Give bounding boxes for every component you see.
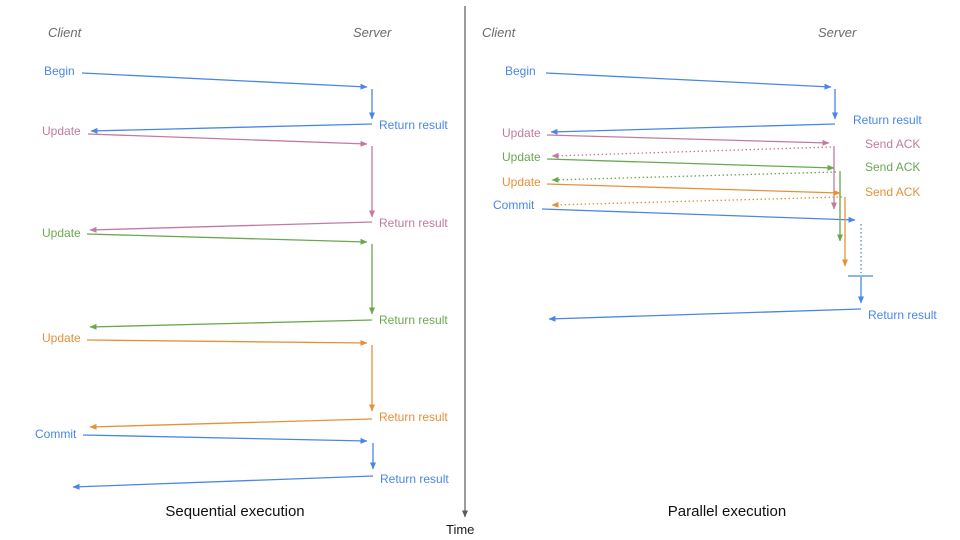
seq-client-header: Client — [48, 25, 82, 40]
seq-update2-return-label: Return result — [379, 313, 448, 327]
par-step-update2-label: Update — [502, 150, 541, 164]
seq-update2-return-arrow — [89, 319, 373, 330]
par-diagram-title: Parallel execution — [667, 503, 787, 520]
seq-update1-return-label: Return result — [379, 216, 448, 230]
seq-update3-request-arrow — [86, 339, 368, 346]
seq-begin-return-arrow — [90, 123, 373, 134]
seq-commit-return-label: Return result — [380, 472, 449, 486]
par-update2-ack-dotted-arrow — [551, 171, 837, 183]
par-commit-request-arrow — [541, 208, 856, 223]
par-begin-return-label: Return result — [853, 113, 922, 127]
par-server-header: Server — [818, 25, 857, 40]
seq-step-update2-label: Update — [42, 226, 81, 240]
seq-begin-return-label: Return result — [379, 118, 448, 132]
par-update3-ack-label: Send ACK — [865, 185, 921, 199]
seq-step-begin-label: Begin — [44, 64, 75, 78]
par-begin-request-arrow — [545, 72, 832, 90]
seq-update1-request-arrow — [87, 133, 368, 147]
seq-update3-return-label: Return result — [379, 410, 448, 424]
par-update1-request-arrow — [546, 134, 830, 146]
par-commit-return-label: Return result — [868, 308, 937, 322]
seq-step-update1-label: Update — [42, 124, 81, 138]
time-axis-label: Time — [446, 522, 475, 537]
seq-update3-return-arrow — [89, 418, 373, 430]
par-step-update3-label: Update — [502, 175, 541, 189]
seq-step-commit-label: Commit — [35, 427, 77, 441]
seq-update2-request-arrow — [86, 233, 368, 245]
par-client-header: Client — [482, 25, 516, 40]
par-update2-request-arrow — [546, 158, 835, 171]
seq-step-update3-label: Update — [42, 331, 81, 345]
seq-commit-request-arrow — [82, 434, 368, 444]
par-commit-return-arrow — [548, 308, 862, 322]
par-update3-request-arrow — [546, 183, 841, 196]
par-step-begin-label: Begin — [505, 64, 536, 78]
par-update1-ack-dotted-arrow — [551, 146, 832, 159]
par-update1-ack-label: Send ACK — [865, 137, 921, 151]
par-step-update1-label: Update — [502, 126, 541, 140]
par-begin-return-arrow — [550, 123, 836, 135]
par-step-commit-label: Commit — [493, 198, 535, 212]
par-update3-ack-dotted-arrow — [551, 196, 843, 208]
seq-diagram-title: Sequential execution — [165, 503, 305, 520]
seq-server-header: Server — [353, 25, 392, 40]
seq-update1-return-arrow — [89, 221, 373, 233]
seq-begin-request-arrow — [81, 72, 368, 90]
seq-commit-return-arrow — [72, 475, 374, 490]
par-update2-ack-label: Send ACK — [865, 160, 921, 174]
